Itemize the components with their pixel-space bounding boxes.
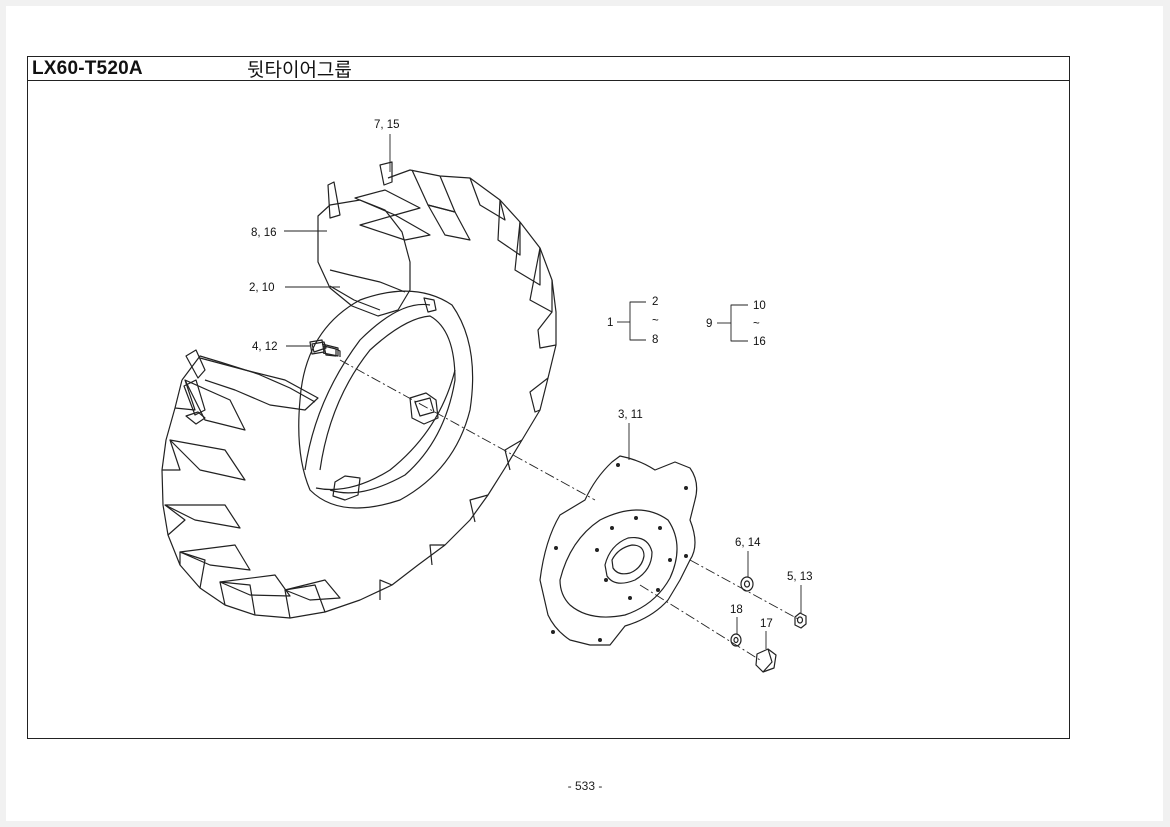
callout-18: 18 (730, 604, 743, 616)
callout-7-15: 7, 15 (374, 119, 400, 131)
drawing-frame (27, 56, 1070, 739)
rear-tire (161, 161, 557, 619)
callout-17: 17 (760, 618, 773, 630)
callout-4-12: 4, 12 (252, 341, 278, 353)
range-group-1-to: 8 (652, 334, 658, 346)
model-code: LX60-T520A (32, 58, 143, 79)
page-number: - 533 - (567, 779, 603, 793)
bolt-4-12 (309, 339, 339, 357)
washer-6-14 (740, 576, 754, 592)
range-group-9-tilde: ~ (753, 318, 760, 330)
callout-5-13: 5, 13 (787, 571, 813, 583)
center-disc (539, 455, 698, 646)
callout-8-16: 8, 16 (251, 227, 277, 239)
range-group-1-from: 2 (652, 296, 658, 308)
nut-5-13 (794, 612, 807, 629)
group-title: 뒷타이어그룹 (247, 59, 352, 81)
washer-18 (730, 633, 742, 647)
callout-6-14: 6, 14 (735, 537, 761, 549)
range-group-1-parent: 1 (607, 317, 613, 329)
callout-3-11: 3, 11 (618, 409, 643, 421)
nut-17 (755, 648, 777, 673)
range-group-9-from: 10 (753, 300, 766, 312)
header-rule (27, 80, 1070, 81)
range-group-9-parent: 9 (706, 318, 712, 330)
callout-2-10: 2, 10 (249, 282, 275, 294)
range-group-9-to: 16 (753, 336, 766, 348)
range-group-1-tilde: ~ (652, 315, 659, 327)
